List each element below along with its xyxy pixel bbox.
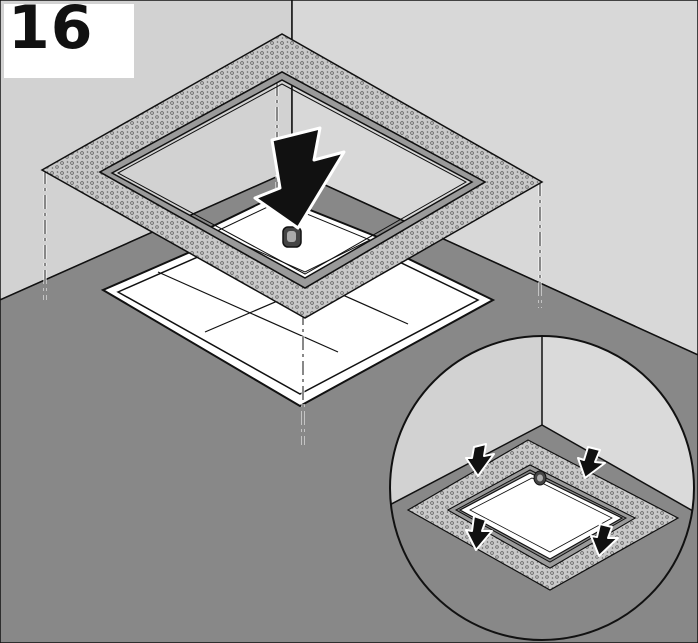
press-arrow-icon bbox=[465, 443, 619, 557]
drain-icon bbox=[282, 226, 302, 248]
down-arrow-icon bbox=[253, 126, 346, 230]
inset-drain-icon bbox=[533, 470, 547, 486]
step-number: 16 bbox=[4, 0, 134, 78]
sealing-membrane bbox=[40, 33, 544, 319]
